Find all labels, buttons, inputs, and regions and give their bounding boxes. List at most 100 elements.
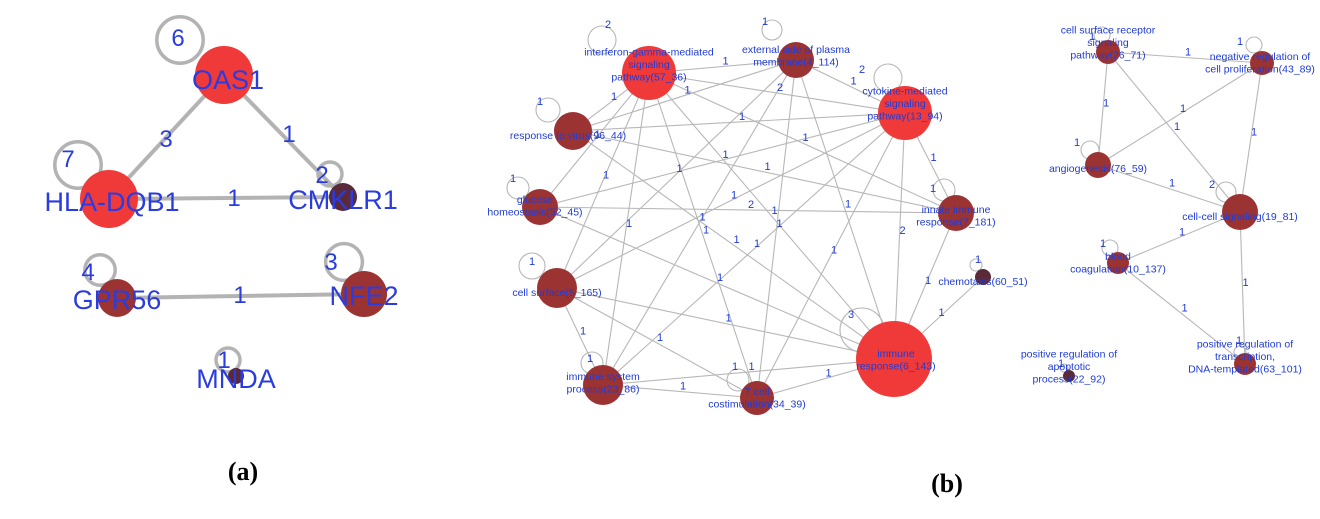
edge-weight-label: 1	[754, 238, 760, 250]
node-tcell	[740, 381, 774, 415]
edge-weight-label: 1	[676, 163, 682, 175]
edge-b-ifn-innate	[648, 72, 957, 214]
node-isp	[583, 365, 623, 405]
edge-b-ccs-posreg	[1239, 211, 1246, 365]
self-loop-cyto	[873, 63, 903, 93]
self-loop-ext	[761, 19, 783, 41]
node-label: angiogenesis(76_59)	[1049, 163, 1147, 175]
node-glucose	[522, 189, 558, 225]
panel-b-caption: (b)	[931, 469, 963, 498]
panel-a-nodes	[80, 46, 387, 384]
self-loop-virus	[535, 97, 561, 123]
edge-weight-label: 1	[938, 307, 944, 319]
node-immune	[856, 321, 932, 397]
edge-weight-label: 1	[603, 170, 609, 182]
node-ext	[778, 42, 814, 78]
self-loop-glucose	[506, 176, 530, 200]
edge-b-surface-tcell	[556, 287, 758, 399]
edge-weight-label: 1	[611, 91, 617, 103]
self-loop-weight-label: 2	[859, 64, 865, 76]
node-virus	[554, 112, 592, 150]
node-hla-dqb1	[80, 170, 138, 228]
edge-b-blood-posreg	[1117, 262, 1246, 365]
edge-b-ext-surface	[556, 59, 797, 289]
edge-b-virus-immune	[572, 130, 895, 360]
edge-weight-label: 1	[764, 161, 770, 173]
node-oas1	[195, 46, 253, 104]
node-label: GPR56	[73, 285, 162, 315]
self-loop-weight-label: 1	[1236, 335, 1242, 347]
edge-weight-label: 1	[626, 218, 632, 230]
edge-b-glucose-immune	[539, 206, 895, 360]
edge-weight-label: 1	[1179, 227, 1185, 239]
node-apop	[1063, 370, 1075, 382]
node-blood	[1107, 252, 1129, 274]
panel-a-self-loops	[53, 15, 365, 374]
edge-b-cyto-immune	[893, 112, 906, 360]
node-label: MNDA	[196, 364, 276, 394]
node-label: OAS1	[192, 65, 264, 95]
edge-weight-label: 1	[594, 129, 600, 141]
self-loop-ifn	[587, 25, 617, 55]
node-ifn	[622, 46, 676, 100]
edge-weight-label: 1	[739, 111, 745, 123]
edge-weight-label: 1	[1242, 277, 1248, 289]
self-loop-weight-label: 1	[587, 353, 593, 365]
edge-weight-label: 1	[850, 76, 856, 88]
edge-weight-label: 2	[899, 225, 905, 237]
edge-b-cyto-glucose	[539, 112, 906, 208]
self-loop-weight-label: 3	[324, 249, 337, 276]
node-label: cell-cell signaling(19_81)	[1182, 211, 1298, 223]
edge-weight-label: 1	[1103, 98, 1109, 110]
self-loop-tcell	[726, 368, 750, 392]
self-loop-nfe2	[323, 241, 365, 283]
edge-b-cyto-tcell	[756, 112, 906, 399]
node-cyto	[878, 86, 932, 140]
self-loop-weight-label: 1	[732, 361, 738, 373]
self-loop-cmklr1	[316, 160, 344, 188]
edge-weight-label: 1	[725, 313, 731, 325]
self-loop-surface	[518, 252, 546, 280]
edge-weight-label: 1	[657, 332, 663, 344]
edge-weight-label: 1	[930, 152, 936, 164]
edge-b-ext-virus	[572, 59, 797, 132]
edge-b-isp-immune	[602, 358, 895, 386]
edge-weight-label: 3	[159, 126, 172, 153]
self-loop-weight-label: 1	[1074, 137, 1080, 149]
node-label: cell surface(5_165)	[512, 287, 601, 299]
edge-b-surface-immune	[556, 287, 895, 360]
self-loop-oas1	[155, 15, 205, 65]
node-label: CMKLR1	[288, 185, 398, 215]
edge-weight-label: 1	[1174, 121, 1180, 133]
edge-b-ext-immune	[795, 59, 895, 360]
edge-weight-label: 1	[1180, 103, 1186, 115]
edge-weight-label: 1	[748, 361, 754, 373]
node-cmklr1	[329, 183, 357, 211]
edge-weight-label: 1	[703, 225, 709, 237]
node-gpr56	[98, 279, 136, 317]
edge-weight-label: 1	[717, 272, 723, 284]
edge-b-ifn-glucose	[539, 72, 650, 208]
edge-a-hla-dqb1-cmklr1	[107, 195, 345, 201]
edge-b-negprol-angio	[1097, 62, 1263, 166]
node-innate	[938, 195, 974, 231]
edge-weight-label: 1	[722, 56, 728, 68]
self-loop-weight-label: 1	[217, 347, 230, 374]
panel-b-edges	[539, 51, 1263, 399]
edge-b-csr-negprol	[1107, 51, 1263, 64]
self-loop-weight-label: 1	[1237, 36, 1243, 48]
edge-b-ifn-surface	[556, 72, 650, 289]
edge-b-cyto-isp	[602, 112, 906, 386]
